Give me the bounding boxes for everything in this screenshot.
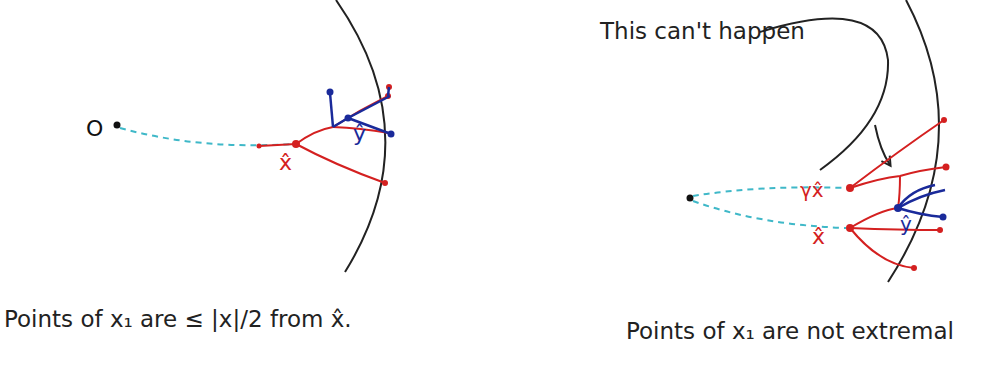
red-tree — [259, 96, 389, 183]
boundary-arc — [336, 0, 385, 272]
origin-label: O — [86, 116, 103, 142]
point-label: ŷ — [900, 212, 912, 236]
caption-note: Points of x₁ are not extremal — [626, 318, 954, 346]
dashed-geodesic — [693, 201, 846, 228]
red-points — [846, 117, 950, 271]
point-label: γx̂ — [800, 178, 824, 202]
callout-note: This can't happen — [600, 18, 805, 46]
point-label: ŷ — [353, 121, 366, 147]
caption-note: Points of x₁ are ≤ |x|/2 from x̂. — [4, 306, 352, 334]
point-label: x̂ — [279, 150, 292, 176]
red-points — [257, 84, 393, 186]
point-label: x̂ — [812, 224, 825, 250]
origin-dot — [114, 122, 121, 129]
origin-dot — [687, 195, 694, 202]
red-tree — [850, 120, 946, 268]
dashed-geodesic — [120, 128, 292, 145]
